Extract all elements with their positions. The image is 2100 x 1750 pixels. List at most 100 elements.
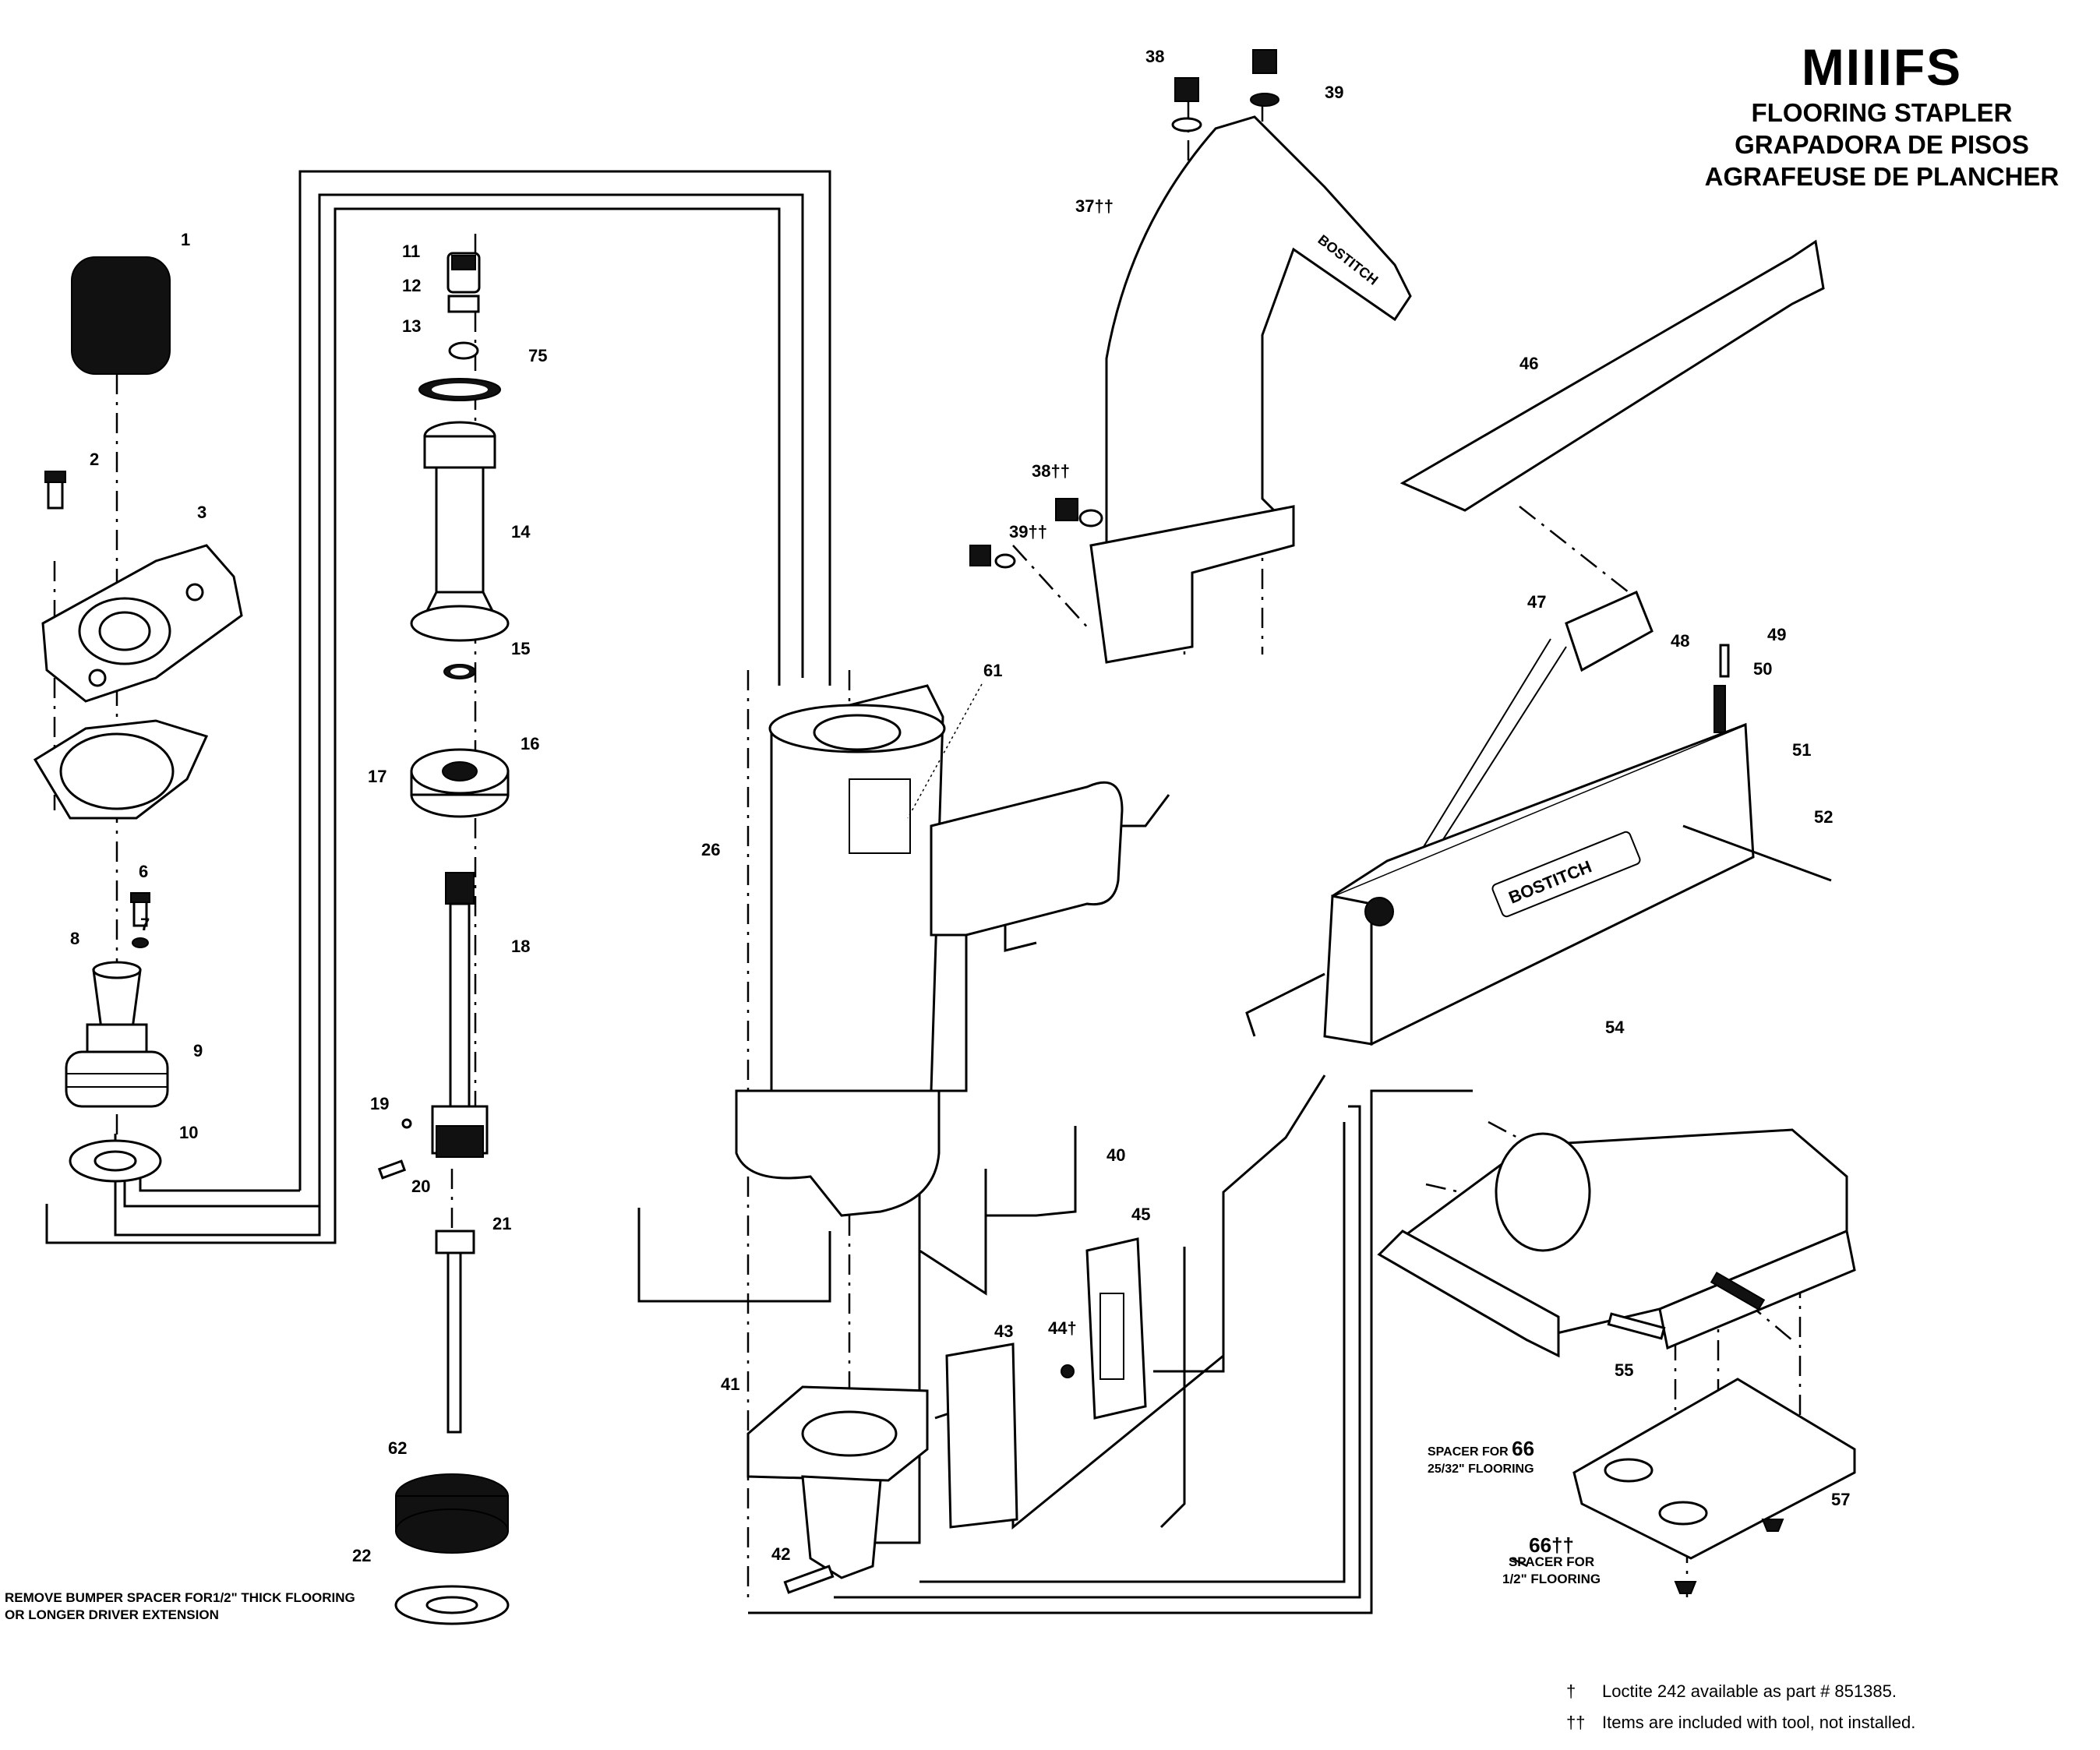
part-label: 10 xyxy=(179,1123,198,1142)
part-52-pin xyxy=(1682,824,1832,882)
part-label: 43 xyxy=(994,1321,1013,1341)
part-41-nose-base xyxy=(746,1385,929,1579)
part-8-valve-stem xyxy=(92,961,142,1030)
part-label: 61 xyxy=(983,661,1002,680)
title-block: MIIIFS FLOORING STAPLER GRAPADORA DE PIS… xyxy=(1679,37,2084,192)
part-label: 9 xyxy=(193,1041,203,1060)
part-label: 51 xyxy=(1792,740,1811,760)
part-label: 46 xyxy=(1519,354,1538,373)
part-label: 19 xyxy=(370,1094,389,1113)
part-11-12-13-head-valve xyxy=(446,252,481,360)
spacer-66tt-line-1: SPACER FOR xyxy=(1508,1554,1595,1569)
spacer-66tt-line-2: 1/2" FLOORING xyxy=(1502,1572,1601,1586)
part-label: 45 xyxy=(1131,1205,1150,1224)
part-75-o-ring xyxy=(418,378,501,401)
spacer-66tt-number: 66†† xyxy=(1529,1533,1574,1557)
part-label: 41 xyxy=(721,1374,739,1394)
part-number-labels: 1 2 3 6 7 8 9 10 11 12 13 75 14 15 16 17… xyxy=(70,47,1850,1565)
part-label: 37†† xyxy=(1075,196,1114,216)
part-label: 39†† xyxy=(1009,522,1047,542)
bumper-spacer-note: REMOVE BUMPER SPACER FOR1/2" THICK FLOOR… xyxy=(5,1589,355,1624)
footnote-1-symbol: † xyxy=(1566,1681,1576,1701)
bumper-note-line-1: REMOVE BUMPER SPACER FOR1/2" THICK FLOOR… xyxy=(5,1590,355,1605)
part-43-plate xyxy=(945,1342,1018,1529)
spacer-66-size: 25/32" FLOORING xyxy=(1428,1462,1534,1476)
spacer-66-prefix: SPACER FOR xyxy=(1428,1445,1509,1459)
part-51-magazine xyxy=(1323,722,1755,1046)
part-44-screw xyxy=(1061,1364,1075,1378)
footnote-2: †† Items are included with tool, not inst… xyxy=(1566,1713,1915,1733)
part-45-plate xyxy=(1085,1237,1147,1420)
part-label: 1 xyxy=(181,230,190,249)
bumper-note-line-2: OR LONGER DRIVER EXTENSION xyxy=(5,1607,219,1622)
part-label: 17 xyxy=(368,767,386,786)
part-label: 52 xyxy=(1814,807,1833,827)
part-19-20-pin xyxy=(377,1118,412,1180)
footnote-1-text: Loctite 242 available as part # 851385. xyxy=(1602,1681,1897,1701)
part-label: 11 xyxy=(402,242,420,261)
part-label: 38 xyxy=(1145,47,1164,66)
part-label: 2 xyxy=(90,450,99,469)
part-label: 57 xyxy=(1831,1490,1850,1509)
assembly-frame-lines xyxy=(45,170,1473,1614)
part-label: 55 xyxy=(1615,1360,1633,1380)
part-label: 47 xyxy=(1527,592,1546,612)
part-18-driver xyxy=(445,872,475,1108)
part-10-seal xyxy=(69,1139,162,1183)
part-21-driver-blade xyxy=(435,1230,475,1434)
part-54-shoe xyxy=(1377,1128,1856,1358)
part-label: 44† xyxy=(1048,1318,1077,1338)
spacer-66tt-callout: 66†† SPACER FOR 1/2" FLOORING xyxy=(1502,1533,1601,1588)
part-7-ring xyxy=(132,937,149,948)
footnote-2-text: Items are included with tool, not instal… xyxy=(1602,1713,1916,1732)
title-french: AGRAFEUSE DE PLANCHER xyxy=(1704,162,2059,191)
part-label: 54 xyxy=(1605,1018,1625,1037)
part-label: 49 xyxy=(1767,625,1786,644)
part-label: 8 xyxy=(70,929,79,948)
part-37-handle xyxy=(1089,115,1412,664)
part-label: 15 xyxy=(511,639,530,658)
part-3-cylinder-cap xyxy=(41,544,243,703)
part-label: 20 xyxy=(411,1177,430,1196)
part-16-17-piston xyxy=(410,748,510,818)
part-22-spacer xyxy=(394,1585,510,1625)
model-title: MIIIFS xyxy=(1801,38,1963,96)
part-label: 50 xyxy=(1753,659,1772,679)
part-40-rod xyxy=(919,1126,1077,1296)
part-66-spacer-plate xyxy=(1572,1378,1856,1560)
part-2-screw xyxy=(44,471,66,510)
part-55-screw xyxy=(1607,1272,1766,1340)
part-label: 42 xyxy=(771,1544,790,1564)
spacer-66-number: 66 xyxy=(1512,1437,1535,1460)
part-label: 26 xyxy=(701,840,720,859)
part-label: 3 xyxy=(197,503,206,522)
part-label: 12 xyxy=(402,276,421,295)
part-38-39-nut-washer xyxy=(969,49,1279,569)
part-label: 62 xyxy=(388,1438,407,1458)
title-spanish: GRAPADORA DE PISOS xyxy=(1735,130,2029,159)
part-label: 6 xyxy=(139,862,148,881)
part-label: 38†† xyxy=(1032,461,1070,481)
part-label: 22 xyxy=(352,1546,371,1565)
part-label: 48 xyxy=(1671,631,1689,651)
part-61-label xyxy=(907,683,983,819)
part-label: 16 xyxy=(521,734,539,753)
part-14-cylinder xyxy=(410,421,510,642)
footnote-1: † Loctite 242 available as part # 851385. xyxy=(1566,1681,1897,1702)
part-6-screw xyxy=(130,892,150,927)
footnote-2-symbol: †† xyxy=(1566,1713,1586,1732)
gasket xyxy=(33,719,209,820)
spacer-66-callout: SPACER FOR 66 25/32" FLOORING xyxy=(1428,1437,1535,1478)
part-label: 75 xyxy=(528,346,547,365)
part-label: 40 xyxy=(1106,1145,1125,1165)
part-26-frame-body xyxy=(735,684,1124,1217)
part-label: 13 xyxy=(402,316,421,336)
title-english: FLOORING STAPLER xyxy=(1751,98,2013,127)
part-label: 18 xyxy=(511,937,530,956)
part-15-ring xyxy=(443,664,476,679)
part-62-bumper xyxy=(395,1473,509,1554)
part-49-50-pins xyxy=(1714,644,1730,733)
part-label: 39 xyxy=(1325,83,1343,102)
part-1-bumper-cap xyxy=(71,256,171,375)
